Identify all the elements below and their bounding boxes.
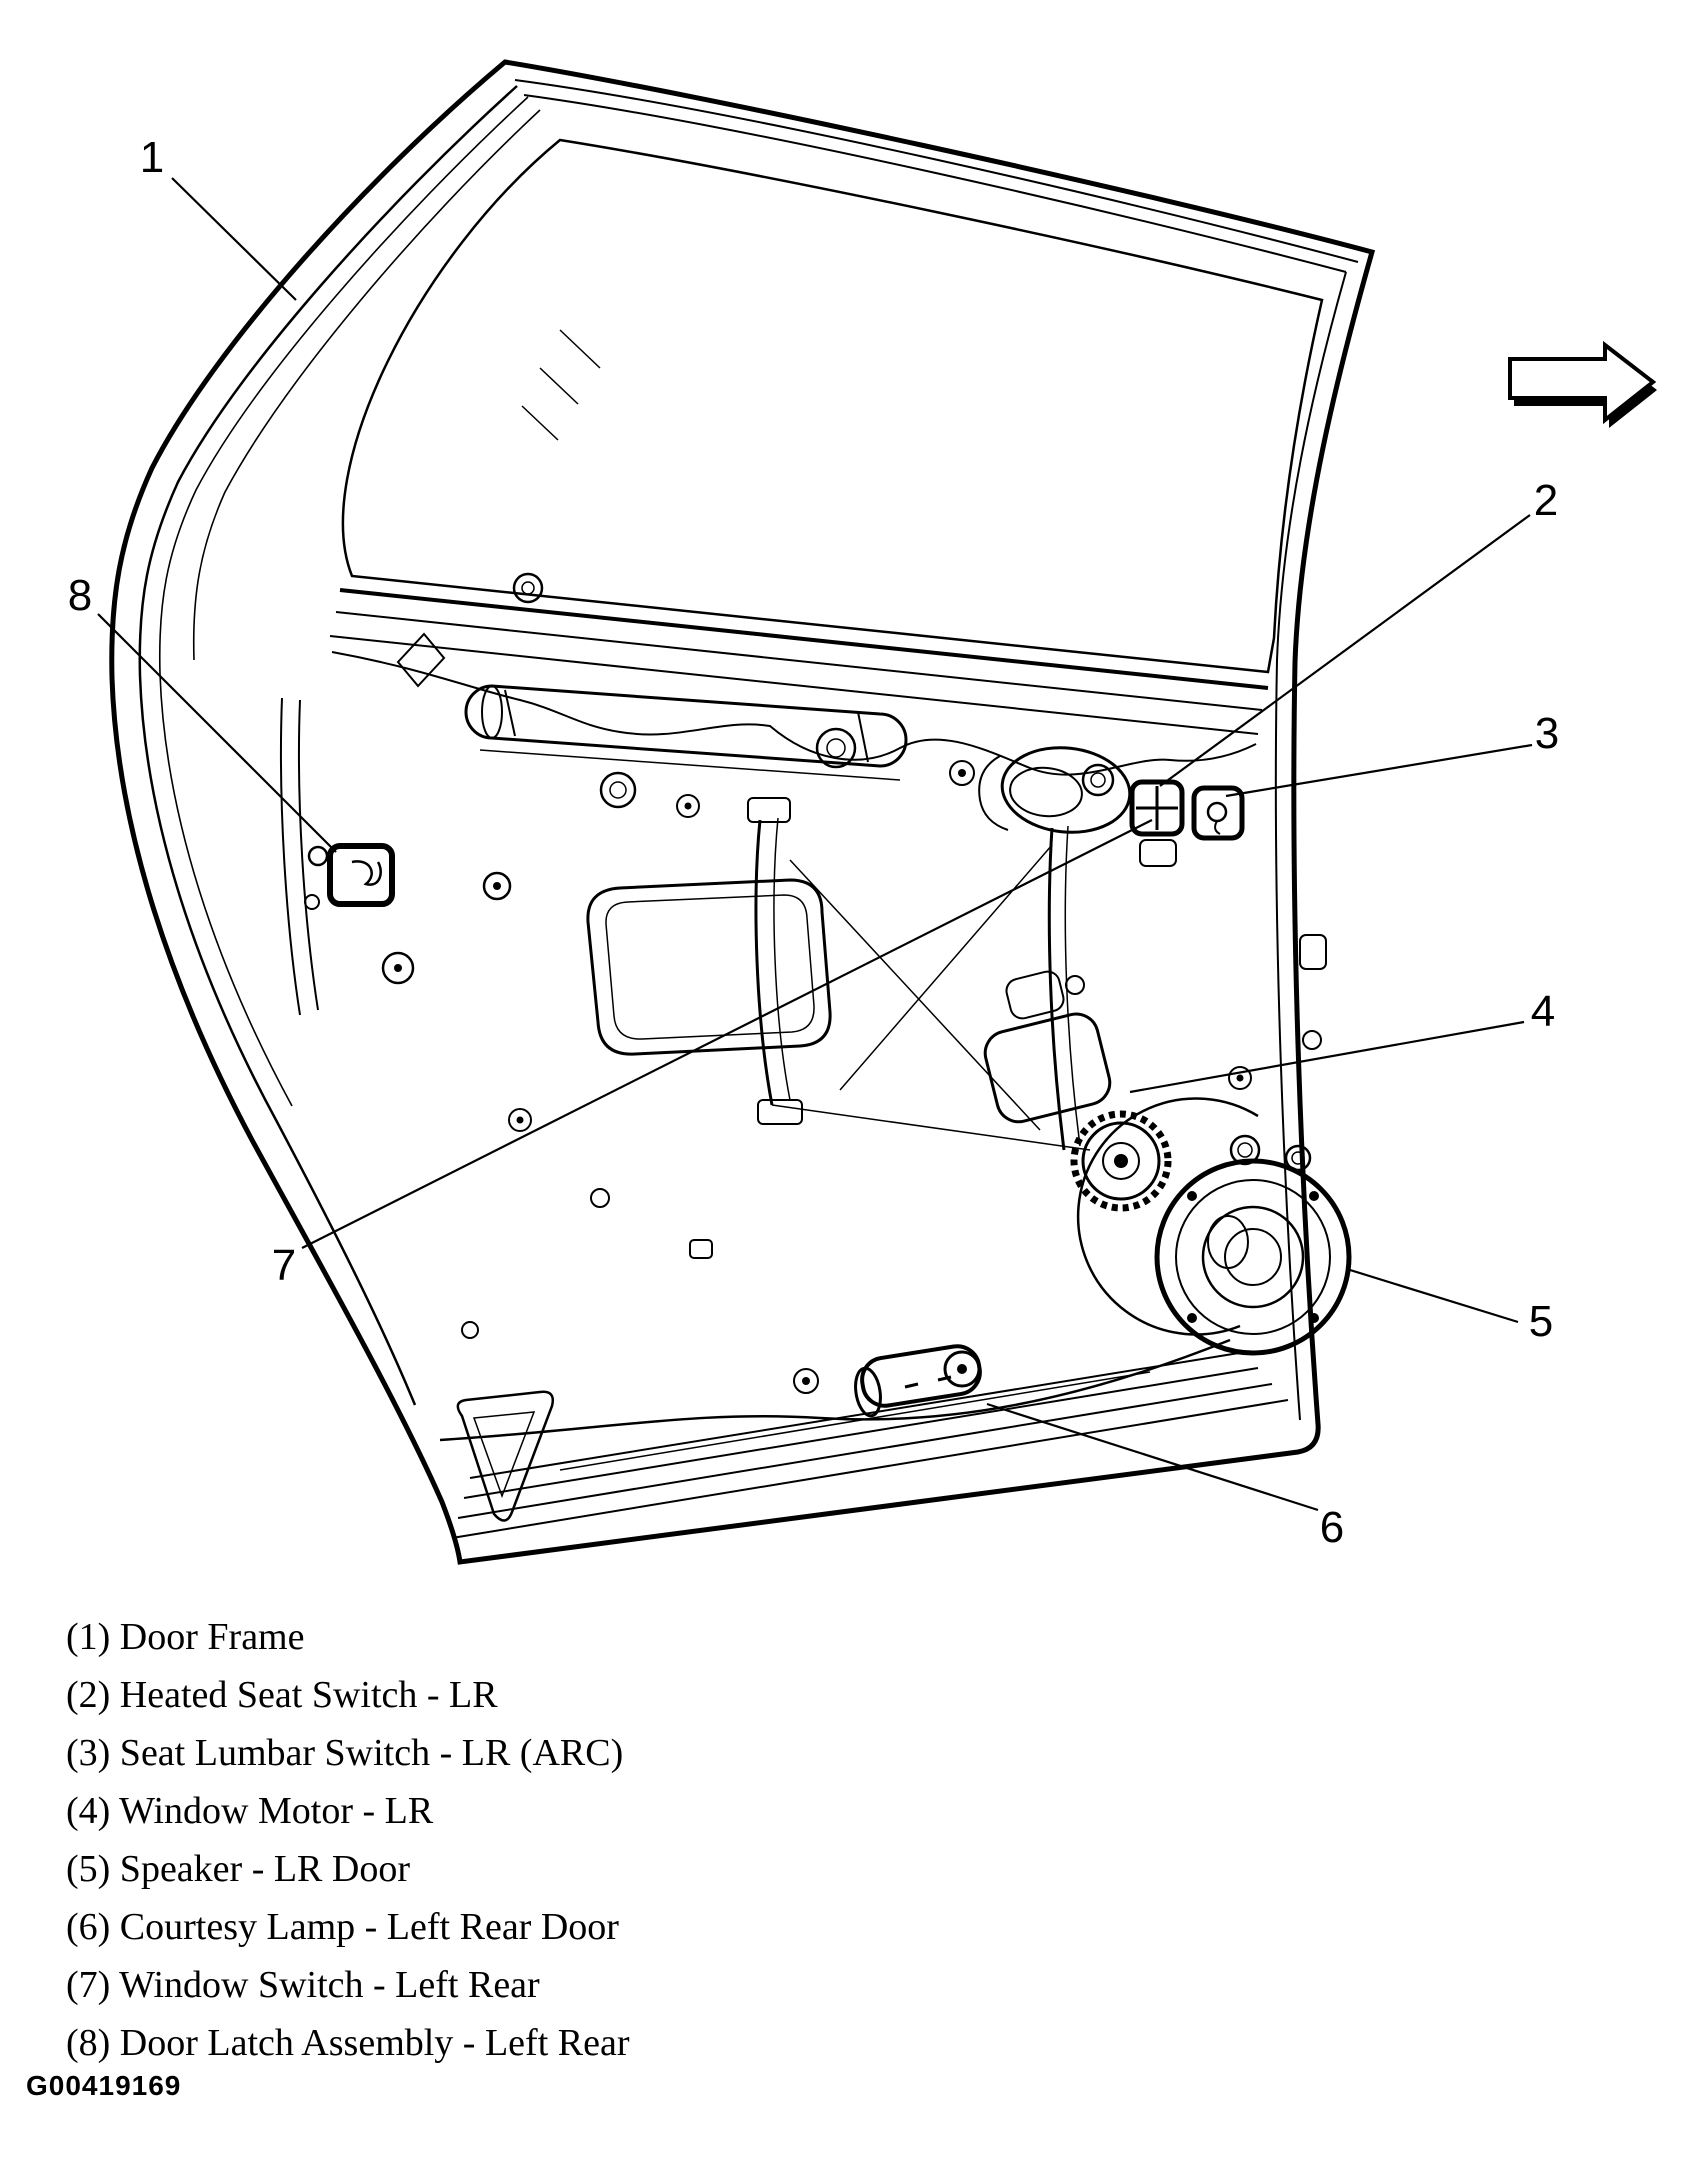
door-latch-assembly (304, 843, 395, 910)
figure-id-code: G00419169 (26, 2070, 182, 2101)
legend-item-4: (4) Window Motor - LR (66, 1790, 434, 1832)
callout-leaders (97, 177, 1533, 1512)
callout-4: 4 (1531, 987, 1555, 1036)
callout-8: 8 (68, 571, 92, 620)
window-opening (341, 138, 1324, 674)
callout-7: 7 (272, 1241, 296, 1290)
callout-6: 6 (1320, 1503, 1344, 1552)
door-frame-outline (109, 59, 1376, 1565)
impact-bar (464, 684, 908, 781)
inner-panel (331, 651, 1289, 1539)
window-motor (983, 970, 1172, 1212)
panel-cutouts (279, 632, 832, 1522)
callout-2: 2 (1534, 476, 1558, 525)
belt-line (329, 588, 1269, 735)
courtesy-lamp (854, 1344, 982, 1418)
direction-arrow-icon (1508, 340, 1657, 428)
legend-item-3: (3) Seat Lumbar Switch - LR (ARC) (66, 1732, 624, 1774)
window-switch (1139, 839, 1177, 867)
grommets (381, 572, 1327, 1394)
legend-item-7: (7) Window Switch - Left Rear (66, 1964, 540, 2006)
seat-lumbar-switch (1191, 785, 1245, 841)
legend-item-8: (8) Door Latch Assembly - Left Rear (66, 2022, 630, 2064)
callout-1: 1 (140, 133, 164, 182)
callout-3: 3 (1535, 709, 1559, 758)
legend-item-1: (1) Door Frame (66, 1616, 305, 1658)
legend-item-6: (6) Courtesy Lamp - Left Rear Door (66, 1906, 619, 1948)
callout-5: 5 (1529, 1297, 1553, 1346)
legend: (1) Door Frame (2) Heated Seat Switch - … (66, 1608, 630, 2072)
callout-numbers: 1 2 3 4 5 6 7 8 (68, 133, 1559, 1552)
legend-item-2: (2) Heated Seat Switch - LR (66, 1674, 498, 1716)
legend-item-5: (5) Speaker - LR Door (66, 1848, 411, 1890)
speaker (1076, 1097, 1352, 1356)
heated-seat-switch (1129, 779, 1185, 837)
